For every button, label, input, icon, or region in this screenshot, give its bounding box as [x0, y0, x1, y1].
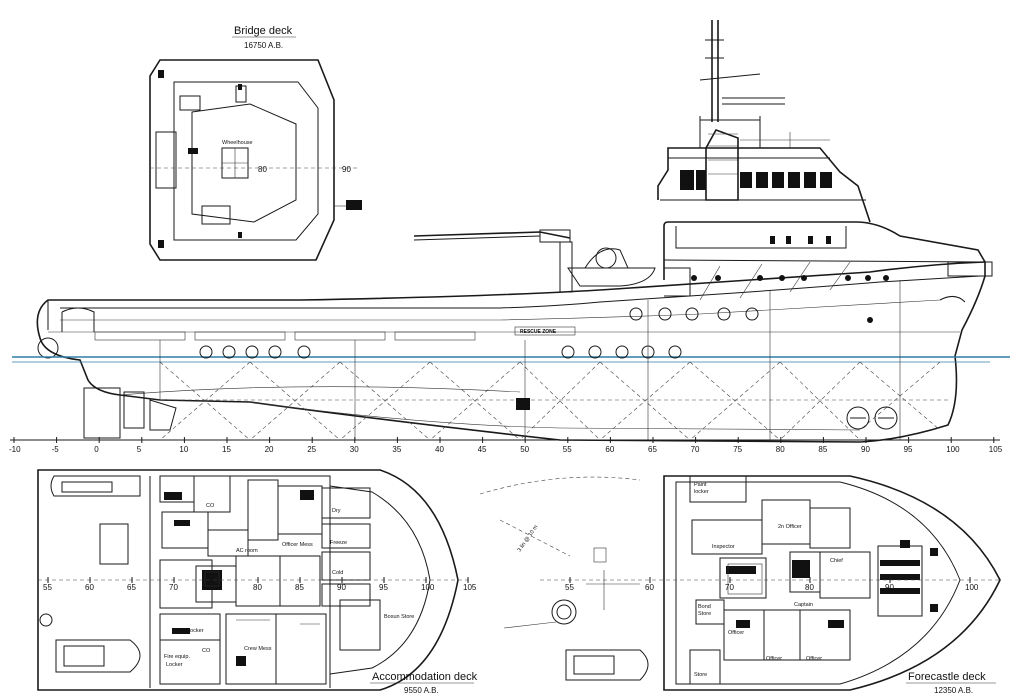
profile-frame-label: 80: [776, 445, 785, 454]
bow-thrusters: [846, 406, 898, 430]
accommodation-deck-plan: CO AC room Officer Mess Dry Freeze Cold …: [37, 469, 478, 695]
profile-frame-label: 100: [946, 445, 960, 454]
profile-view: RESCUE ZONE: [9, 20, 1010, 454]
profile-frame-label: 105: [989, 445, 1003, 454]
second-officer-label: 2n Officer: [778, 524, 802, 530]
accommodation-frame-label: 75: [211, 583, 220, 592]
hull-outline: [36, 261, 986, 443]
side-fenders: [199, 307, 759, 359]
superstructure: [657, 20, 986, 280]
officer-3-label: Officer: [806, 656, 822, 662]
forecastle-frame-label: 70: [725, 583, 734, 592]
profile-frame-label: 35: [392, 445, 401, 454]
profile-frame-label: 20: [265, 445, 274, 454]
crew-mess-label: Crew Mess: [244, 646, 272, 652]
profile-frame-label: 75: [733, 445, 742, 454]
profile-frame-label: 95: [904, 445, 913, 454]
sea-chest: [516, 398, 530, 410]
profile-frame-label: 65: [648, 445, 657, 454]
wheelhouse-windows: [680, 170, 832, 190]
forecastle-frame-scale: 55 60 70 80 90 100: [565, 577, 979, 592]
bosun-store-label: Bosun Store: [384, 614, 414, 620]
forecastle-deck-level: 12350 A.B.: [934, 686, 973, 695]
portholes: [691, 236, 889, 323]
store-label: Store: [694, 672, 707, 678]
profile-frame-label: 60: [605, 445, 614, 454]
co-top-label: CO: [206, 503, 215, 509]
officer-mess-label: Officer Mess: [282, 542, 313, 548]
azimuth-thrusters: [83, 387, 177, 439]
accommodation-frame-label: 100: [421, 583, 435, 592]
profile-frame-scale: -10 -5 0 5 10 15 20 25 30 35 40 45 50 55 60 65 70 75 80 85 9…: [9, 437, 1003, 454]
wheelhouse-label: Wheelhouse: [222, 140, 253, 146]
accommodation-frame-label: 70: [169, 583, 178, 592]
structural-framing: [159, 361, 950, 441]
profile-frame-label: 70: [691, 445, 700, 454]
profile-frame-label: 15: [222, 445, 231, 454]
co-bottom-label: CO: [202, 648, 211, 654]
rescue-boat: [567, 247, 691, 297]
paint-label: Paint: [694, 482, 707, 488]
fire-equip-label: Fire equip.: [164, 654, 190, 660]
workboat-bottom: [55, 639, 141, 673]
bond-label: Bond: [698, 604, 711, 610]
captain-label: Captain: [794, 602, 813, 608]
freeze-label: Freeze: [330, 540, 347, 546]
chief-label: Chief: [830, 558, 843, 564]
accommodation-deck-title: Accommodation deck: [372, 671, 478, 683]
profile-frame-label: 50: [520, 445, 529, 454]
accommodation-frame-label: 55: [43, 583, 52, 592]
locker-fc-label: locker: [694, 489, 709, 495]
profile-frame-label: 5: [137, 445, 142, 454]
forecastle-frame-label: 60: [645, 583, 654, 592]
profile-frame-label: 85: [818, 445, 827, 454]
bridge-deck-title: Bridge deck: [234, 25, 293, 37]
accommodation-frame-label: 65: [127, 583, 136, 592]
forecastle-deck-title: Forecastle deck: [908, 671, 986, 683]
officer-1-label: Officer: [728, 630, 744, 636]
dry-label: Dry: [332, 508, 341, 514]
stern-roller: [37, 337, 59, 359]
bridge-frame-90: 90: [342, 165, 351, 174]
profile-frame-label: 10: [179, 445, 188, 454]
bridge-frame-80: 80: [258, 165, 267, 174]
forecastle-deck-plan: 3 lin @ 10 m: [479, 475, 1001, 695]
accommodation-frame-label: 85: [295, 583, 304, 592]
profile-frame-label: 30: [350, 445, 359, 454]
forecastle-frame-label: 100: [965, 583, 979, 592]
officer-2-label: Officer: [766, 656, 782, 662]
accommodation-frame-label: 105: [463, 583, 477, 592]
profile-frame-label: 90: [861, 445, 870, 454]
accommodation-deck-level: 9550 A.B.: [404, 686, 439, 695]
profile-frame-label: 45: [478, 445, 487, 454]
forecastle-frame-label: 90: [885, 583, 894, 592]
accommodation-frame-label: 60: [85, 583, 94, 592]
profile-frame-label: 40: [435, 445, 444, 454]
rescue-zone-label: RESCUE ZONE: [520, 329, 557, 335]
inspector-label: Inspector: [712, 544, 735, 550]
profile-frame-label: -10: [9, 445, 21, 454]
cold-label: Cold: [332, 570, 343, 576]
accommodation-frame-label: 90: [337, 583, 346, 592]
accommodation-frame-label: 80: [253, 583, 262, 592]
ac-room-label: AC room: [236, 548, 258, 554]
bridge-deck-level: 16750 A.B.: [244, 41, 283, 50]
deck-crane: [413, 229, 573, 293]
profile-frame-label: 25: [307, 445, 316, 454]
locker-label: Locker: [166, 662, 183, 668]
forecastle-frame-label: 80: [805, 583, 814, 592]
profile-frame-label: 55: [563, 445, 572, 454]
accommodation-frame-label: 95: [379, 583, 388, 592]
profile-frame-label: -5: [52, 445, 60, 454]
accommodation-frame-scale: 55 60 65 70 75 80 85 90 95 100 105: [43, 577, 477, 592]
forecastle-frame-label: 55: [565, 583, 574, 592]
co2-locker-label: CO2 locker: [176, 628, 204, 634]
workboat-top: [50, 475, 141, 497]
store-bond-label: Store: [698, 611, 711, 617]
profile-frame-label: 0: [94, 445, 99, 454]
radius-note: 3 lin @ 10 m: [517, 524, 540, 553]
bridge-deck-plan: Bridge deck 16750 A.B. Wheelhouse 80 90: [149, 25, 362, 261]
